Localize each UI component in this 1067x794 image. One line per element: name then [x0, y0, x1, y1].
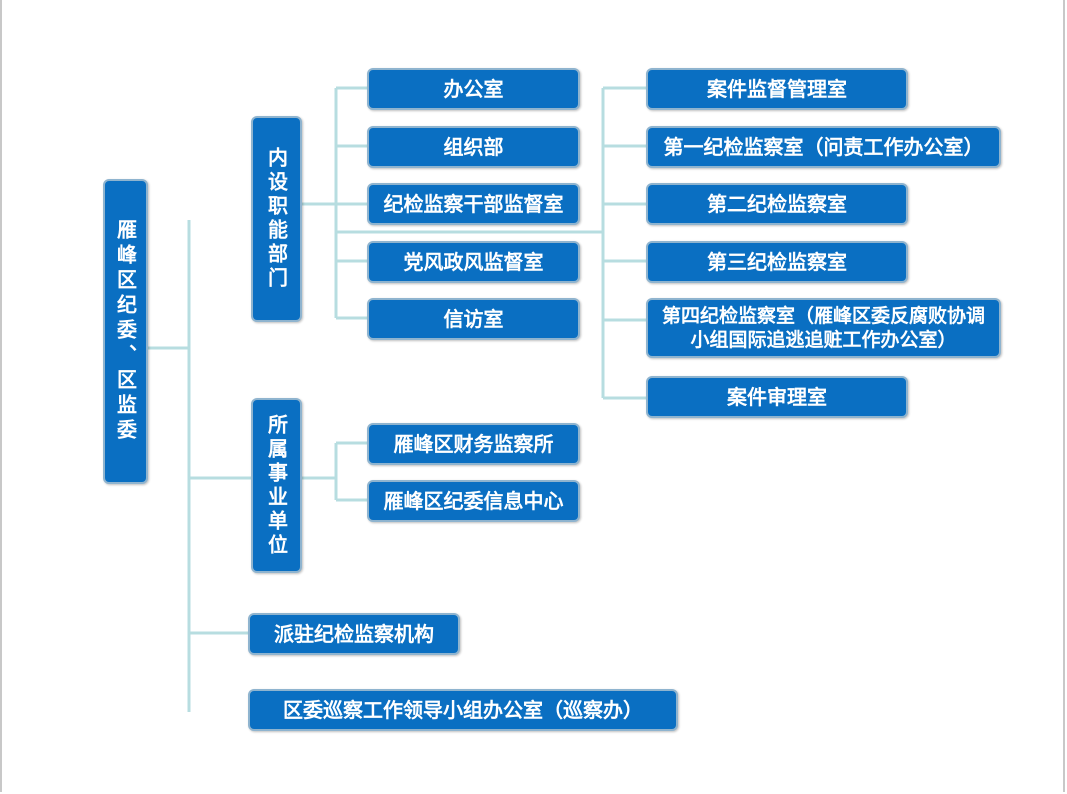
unit-info-center: 雁峰区纪委信息中心 — [367, 480, 580, 522]
root-node: 雁峰区纪委、区监委 — [103, 179, 148, 484]
dept-first-inspection: 第一纪检监察室（问责工作办公室） — [646, 126, 1001, 168]
dept-second-inspection: 第二纪检监察室 — [646, 183, 908, 225]
dept-fourth-inspection: 第四纪检监察室（雁峰区委反腐败协调小组国际追逃追赃工作办公室） — [646, 298, 1001, 358]
inspection-office-node: 区委巡察工作领导小组办公室（巡察办） — [248, 689, 678, 731]
stationed-agency-node: 派驻纪检监察机构 — [248, 613, 460, 655]
dept-conduct-supervision: 党风政风监督室 — [367, 241, 580, 283]
unit-finance-inspection: 雁峰区财务监察所 — [367, 423, 580, 465]
dept-case-supervision: 案件监督管理室 — [646, 68, 908, 110]
dept-petition: 信访室 — [367, 298, 580, 340]
dept-organization: 组织部 — [367, 126, 580, 168]
dept-cadre-supervision: 纪检监察干部监督室 — [367, 183, 580, 225]
dept-office: 办公室 — [367, 68, 580, 110]
dept-case-review: 案件审理室 — [646, 376, 908, 418]
internal-departments-node: 内设职能部门 — [251, 116, 302, 322]
dept-third-inspection: 第三纪检监察室 — [646, 241, 908, 283]
affiliated-units-node: 所属事业单位 — [251, 398, 302, 573]
